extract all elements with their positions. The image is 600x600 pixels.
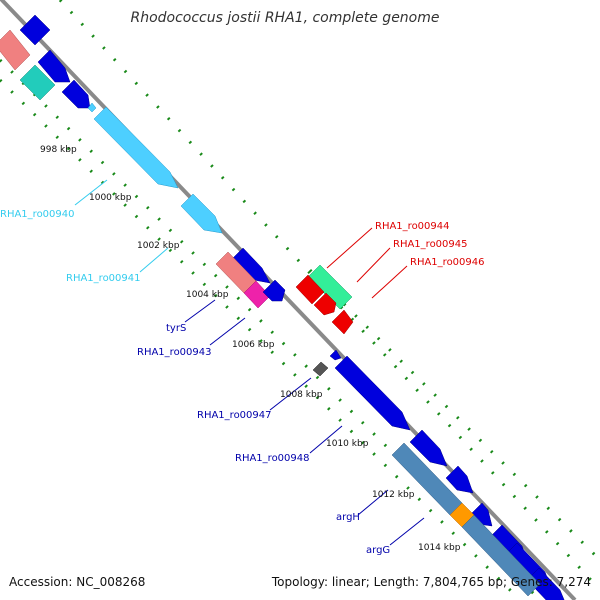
gene-blue-top-3[interactable] (61, 79, 91, 109)
gene-blue-low-1[interactable] (409, 429, 448, 467)
leader-ro00946 (371, 265, 408, 299)
label-leader-lines (74, 179, 425, 546)
gene-label-ro00948[interactable]: RHA1_ro00948 (235, 453, 310, 464)
leader-ro00943 (209, 317, 246, 346)
gene-ro00945[interactable] (295, 274, 325, 305)
gene-blue-mid-2[interactable] (262, 279, 286, 302)
accession-text: Accession: NC_008268 (9, 575, 145, 589)
gene-blue-top-2[interactable] (37, 49, 71, 83)
gene-argG[interactable] (461, 514, 541, 597)
gene-label-ro00940[interactable]: RHA1_ro00940 (0, 209, 75, 220)
gene-label-tyrS[interactable]: tyrS (166, 323, 186, 334)
gene-ro00941[interactable] (180, 193, 223, 234)
gene-dark-gray[interactable] (312, 361, 329, 377)
gene-teal-top[interactable] (19, 64, 56, 101)
gene-blue-top-1[interactable] (19, 14, 51, 46)
leader-tyrS (184, 299, 216, 323)
leader-ro00948 (309, 425, 343, 454)
gene-ro00946-b[interactable] (331, 309, 354, 335)
gene-salmon-top[interactable] (0, 29, 31, 71)
genes (0, 14, 565, 600)
gene-labels: RHA1_ro00940 RHA1_ro00941 tyrS RHA1_ro00… (0, 209, 485, 556)
tick-label: 1004 kbp (186, 290, 229, 300)
leader-ro00941 (139, 247, 169, 273)
tick-labels: 998 kbp 1000 kbp 1002 kbp 1004 kbp 1006 … (40, 145, 461, 553)
map-title: Rhodococcus jostii RHA1, complete genome (130, 10, 439, 26)
leader-ro00947 (269, 377, 312, 411)
gene-label-ro00941[interactable]: RHA1_ro00941 (66, 273, 141, 284)
gene-label-ro00944[interactable]: RHA1_ro00944 (375, 221, 450, 232)
gene-label-argH[interactable]: argH (336, 512, 360, 523)
leader-ro00940 (74, 179, 108, 206)
gene-label-ro00947[interactable]: RHA1_ro00947 (197, 410, 272, 421)
gene-label-ro00946[interactable]: RHA1_ro00946 (410, 257, 485, 268)
tick-label: 1000 kbp (89, 193, 132, 203)
gene-label-ro00943[interactable]: RHA1_ro00943 (137, 347, 212, 358)
topology-text: Topology: linear; Length: 7,804,765 bp; … (271, 575, 591, 589)
tick-label: 1012 kbp (372, 490, 415, 500)
gene-label-ro00945[interactable]: RHA1_ro00945 (393, 239, 468, 250)
gene-ro00948[interactable] (334, 355, 411, 431)
gene-ro00940[interactable] (93, 106, 179, 189)
tick-label: 1002 kbp (137, 241, 180, 251)
tick-label: 1008 kbp (280, 390, 323, 400)
gene-light-blue-small[interactable] (87, 102, 97, 113)
gene-blue-low-2[interactable] (445, 465, 474, 494)
tick-label: 1010 kbp (326, 439, 369, 449)
genome-backbone (0, 0, 577, 600)
gene-ro00946[interactable] (313, 292, 337, 316)
gene-blue-low-6[interactable] (526, 567, 565, 600)
tick-label: 1014 kbp (418, 543, 461, 553)
tick-label: 998 kbp (40, 145, 77, 155)
gene-blue-tiny[interactable] (329, 349, 342, 361)
leader-argH (357, 489, 389, 516)
leader-ro00945 (356, 247, 391, 283)
tick-label: 1006 kbp (232, 340, 275, 350)
leader-argG (389, 517, 425, 546)
gene-label-argG[interactable]: argG (366, 545, 390, 556)
leader-ro00944 (326, 227, 373, 269)
